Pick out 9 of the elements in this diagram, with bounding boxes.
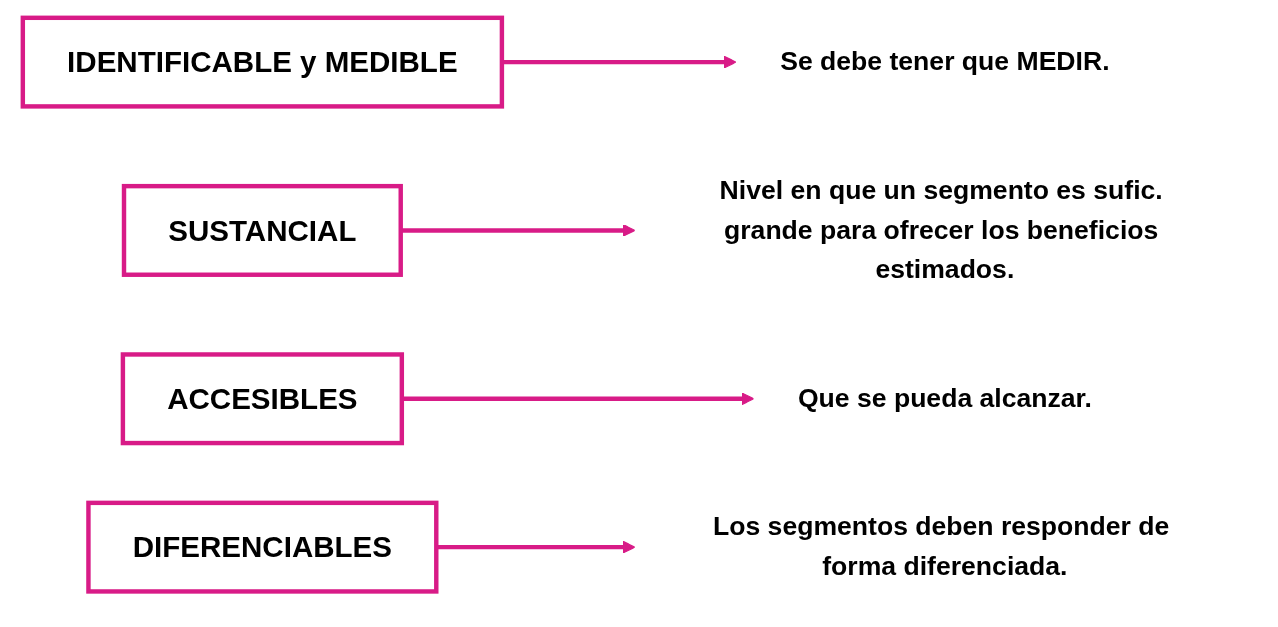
node-box: IDENTIFICABLE y MEDIBLE [20, 15, 505, 109]
node-text: Nivel en que un segmento es sufic. grande para ofrecer los beneficios estimados. [719, 175, 1163, 285]
arrow [502, 55, 737, 69]
node-text: Los segmentos deben responder de forma diferenciada. [713, 511, 1170, 582]
node-box: SUSTANCIAL [121, 183, 404, 277]
node-box: DIFERENCIABLES [86, 500, 439, 594]
node-text: Que se pueda alcanzar. [797, 383, 1092, 413]
node-box: ACCESIBLES [120, 352, 405, 446]
node-text: Se debe tener que MEDIR. [780, 46, 1110, 77]
